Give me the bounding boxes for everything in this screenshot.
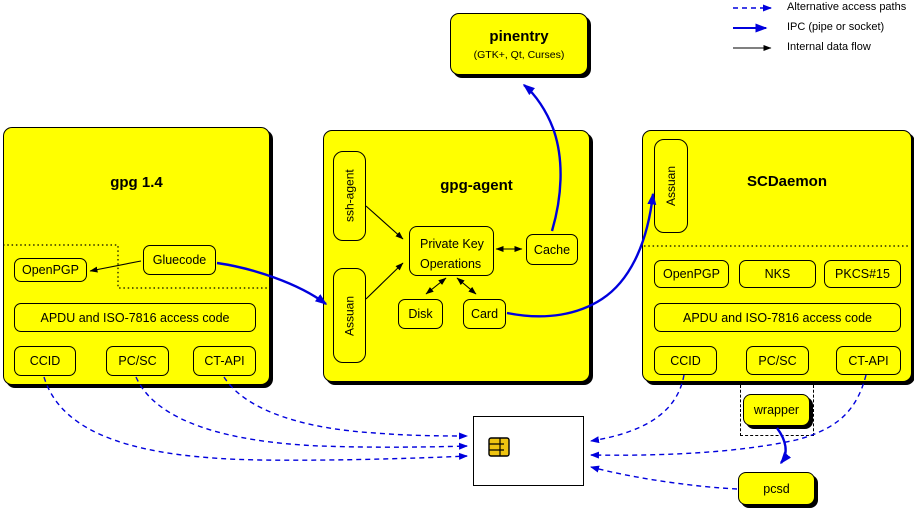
gpg14-title: gpg 1.4 [110, 174, 163, 191]
pinentry-subtitle: (GTK+, Qt, Curses) [473, 48, 565, 61]
gpg14-ccid-label: CCID [29, 354, 61, 368]
dashed-scdaemon-ccid-to-card [590, 374, 685, 444]
scdaemon-apdu-box: APDU and ISO-7816 access code [654, 303, 901, 332]
pinentry-title: pinentry [489, 27, 549, 45]
cache-label: Cache [533, 242, 571, 257]
gpg14-container: gpg 1.4 OpenPGP Gluecode APDU and ISO-78… [3, 127, 270, 385]
gpg-agent-assuan-box: Assuan [333, 268, 366, 363]
gpg14-ctapi-label: CT-API [204, 354, 245, 368]
gpg14-pcsc-label: PC/SC [118, 354, 157, 368]
scdaemon-ccid-label: CCID [670, 353, 701, 368]
pinentry-box: pinentry (GTK+, Qt, Curses) [450, 13, 588, 75]
dashed-gpg14-ctapi-to-card [223, 376, 468, 440]
scdaemon-assuan-box: Assuan [654, 139, 688, 233]
wrapper-label: wrapper [753, 403, 800, 417]
gpg14-apdu-box: APDU and ISO-7816 access code [14, 303, 256, 332]
card-label: Card [470, 307, 499, 321]
pcsd-box: pcsd [738, 472, 815, 505]
gpg-agent-title: gpg-agent [440, 177, 513, 194]
scdaemon-openpgp-label: OpenPGP [663, 267, 720, 281]
smartcard [473, 416, 584, 486]
scdaemon-nks-label: NKS [764, 267, 791, 281]
scdaemon-assuan-label: Assuan [664, 165, 678, 207]
disk-box: Disk [398, 299, 443, 329]
gpg14-ctapi-box: CT-API [193, 346, 256, 376]
pcsd-label: pcsd [763, 481, 790, 496]
gpg14-gluecode-label: Gluecode [152, 253, 207, 267]
scdaemon-ccid-box: CCID [654, 346, 717, 375]
scdaemon-pkcs15-box: PKCS#15 [824, 260, 901, 288]
dashed-gpg14-pcsc-to-card [135, 376, 468, 450]
scdaemon-ctapi-box: CT-API [836, 346, 901, 375]
legend-alt-access-label: Alternative access paths [787, 1, 907, 13]
gpg-agent-ssh-agent-box: ssh-agent [333, 151, 366, 241]
gpg-agent-assuan-label: Assuan [342, 295, 357, 336]
gpg14-pcsc-box: PC/SC [106, 346, 169, 376]
scdaemon-pcsc-box: PC/SC [746, 346, 809, 375]
scdaemon-apdu-label: APDU and ISO-7816 access code [683, 310, 872, 325]
private-key-operations-label: Private Key Operations [420, 237, 484, 271]
disk-label: Disk [408, 307, 433, 321]
scdaemon-nks-box: NKS [739, 260, 816, 288]
scdaemon-pcsc-label: PC/SC [758, 353, 797, 368]
wrapper-box: wrapper [743, 394, 810, 426]
scdaemon-pkcs15-label: PKCS#15 [835, 267, 890, 281]
cache-box: Cache [526, 234, 578, 265]
chip-icon [488, 437, 510, 457]
legend-internal-label: Internal data flow [787, 41, 871, 53]
gpg14-openpgp-box: OpenPGP [14, 258, 87, 282]
legend-ipc-label: IPC (pipe or socket) [787, 21, 885, 33]
card-box: Card [463, 299, 506, 329]
ssh-agent-label: ssh-agent [342, 169, 357, 223]
gpg-agent-container: gpg-agent ssh-agent Assuan Private Key O… [323, 130, 590, 382]
gpg14-apdu-label: APDU and ISO-7816 access code [40, 310, 230, 325]
dashed-pcsd-to-card [590, 465, 738, 490]
gpg14-gluecode-box: Gluecode [143, 245, 216, 275]
scdaemon-ctapi-label: CT-API [848, 353, 889, 368]
dashed-gpg14-ccid-to-card [43, 376, 468, 461]
gpg14-ccid-box: CCID [14, 346, 76, 376]
dashed-scdaemon-ctapi-to-card [590, 374, 867, 459]
scdaemon-openpgp-box: OpenPGP [654, 260, 729, 288]
scdaemon-title: SCDaemon [746, 173, 828, 190]
gpg14-openpgp-label: OpenPGP [22, 263, 79, 277]
private-key-operations-box: Private Key Operations [409, 226, 494, 276]
scdaemon-container: SCDaemon Assuan OpenPGP NKS PKCS#15 APDU… [642, 130, 912, 382]
